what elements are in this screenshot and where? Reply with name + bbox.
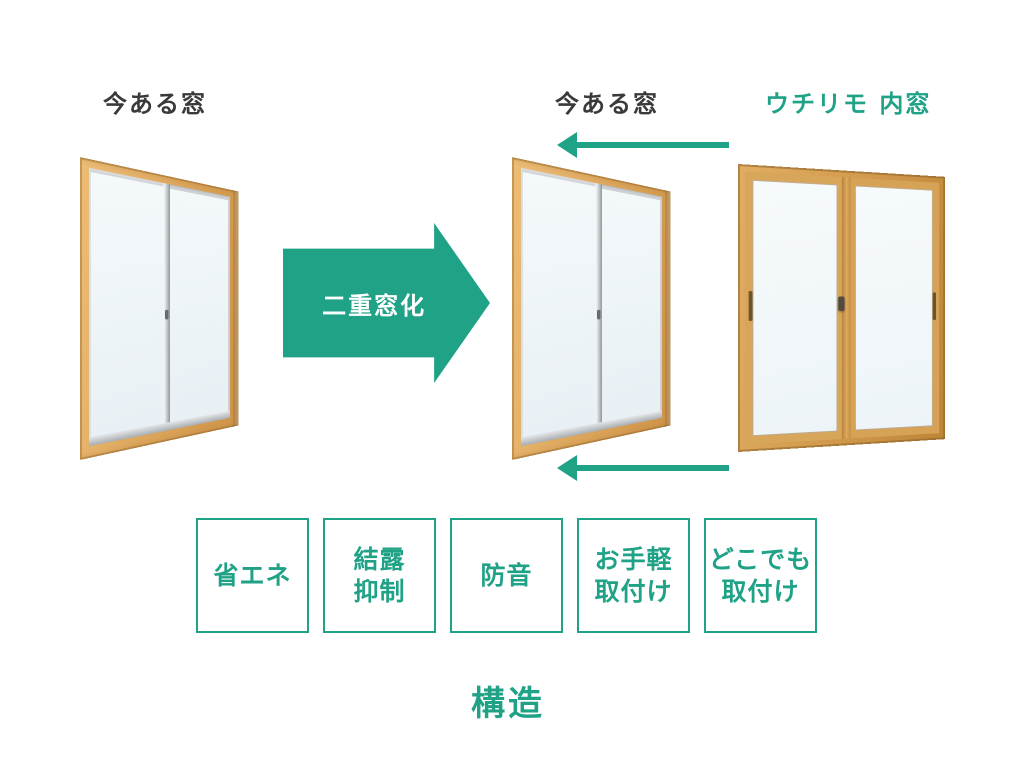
feature-box-row: 省エネ 結露 抑制 防音 お手軽 取付け どこでも 取付け — [196, 518, 817, 633]
window-glass — [521, 167, 662, 447]
arrow-head — [557, 455, 577, 481]
conversion-arrow-label: 二重窓化 — [322, 291, 427, 320]
inner-window-label: ウチリモ 内窓 — [765, 90, 932, 118]
window-center-stile — [595, 183, 602, 432]
window-lock-icon — [838, 296, 845, 312]
arrow-shaft — [572, 465, 729, 471]
window-glass — [89, 167, 230, 447]
arrow-shaft — [572, 142, 729, 148]
window-right-pane-sash — [595, 184, 662, 430]
window-left-handle-icon — [748, 290, 753, 321]
window-right-handle-icon — [932, 292, 936, 320]
window-body — [80, 157, 239, 460]
existing-window-after — [512, 157, 737, 460]
conversion-arrow-right-icon: 二重窓化 — [283, 223, 490, 383]
arrow-head — [557, 132, 577, 158]
inner-window — [738, 164, 972, 452]
window-center-stile — [163, 183, 170, 432]
structure-heading: 構造 — [471, 684, 545, 724]
window-left-pane-sash — [521, 167, 599, 447]
feature-box-energy-saving: 省エネ — [196, 518, 309, 633]
window-lock-icon — [164, 309, 169, 320]
window-body — [512, 157, 671, 460]
feature-box-easy-installation: お手軽 取付け — [577, 518, 690, 633]
feature-box-install-anywhere: どこでも 取付け — [704, 518, 817, 633]
window-left-pane-sash — [89, 167, 167, 447]
existing-window-after-label: 今ある窓 — [555, 90, 659, 118]
window-left-pane — [744, 171, 845, 445]
arrow-left-top-icon — [557, 132, 729, 158]
feature-box-condensation-control: 結露 抑制 — [323, 518, 436, 633]
window-lock-icon — [596, 309, 601, 320]
window-body — [738, 164, 945, 452]
arrow-left-bottom-icon — [557, 455, 729, 481]
window-right-pane — [848, 177, 940, 439]
window-right-pane-sash — [163, 184, 230, 430]
existing-window-before-label: 今ある窓 — [103, 90, 207, 118]
feature-box-soundproofing: 防音 — [450, 518, 563, 633]
existing-window-before — [80, 157, 305, 460]
